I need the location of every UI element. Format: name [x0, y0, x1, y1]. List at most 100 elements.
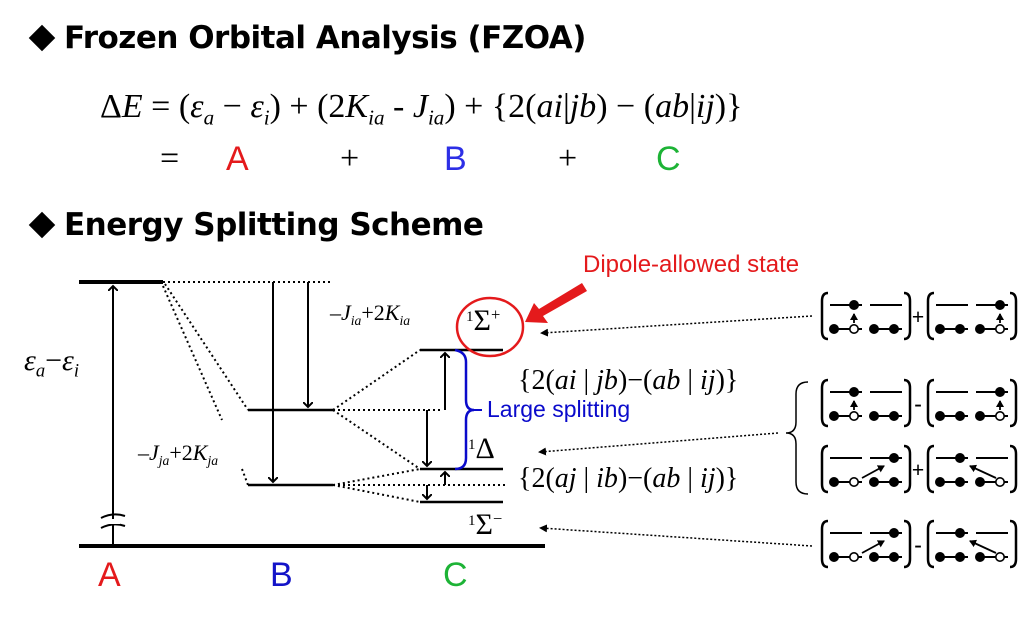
dotted-connector [241, 468, 249, 486]
eq-label-a: A [226, 140, 249, 178]
dotted-connector [162, 285, 223, 421]
electron-icon [954, 410, 965, 421]
splitting-lower-formula: {2(aj | ib)−(ab | ij)} [518, 463, 739, 494]
eq-term-a: (εa − εi) [178, 88, 281, 130]
dotted-connector [332, 409, 421, 470]
operator-sign: + [912, 457, 925, 482]
hole-icon [994, 476, 1005, 487]
electron-icon [888, 476, 899, 487]
hole-icon [848, 323, 859, 334]
electron-icon [828, 551, 839, 562]
dotted-connector [332, 468, 421, 486]
electron-icon [868, 476, 879, 487]
eq-plus: + [289, 88, 309, 125]
hole-icon [994, 551, 1005, 562]
bracket-right [1009, 444, 1018, 494]
eq-label-b: B [444, 140, 467, 178]
excitation-arrow [969, 539, 997, 554]
state-delta: 1Δ [468, 432, 495, 465]
bracket-right [1009, 378, 1018, 428]
heading-text: Energy Splitting Scheme [64, 207, 484, 243]
excitation-arrow [861, 540, 885, 554]
delta-config-brace [785, 381, 809, 495]
dotted-connector [332, 484, 421, 503]
bracket-left [926, 378, 935, 428]
hole-icon [994, 323, 1005, 334]
bracket-right [903, 519, 912, 569]
electron-icon [954, 476, 965, 487]
electron-icon [868, 551, 879, 562]
electron-icon [848, 386, 859, 397]
state-sigma-minus: 1Σ− [468, 508, 503, 541]
excitation-arrow [969, 464, 997, 479]
electron-icon [828, 476, 839, 487]
heading-text: Frozen Orbital Analysis (FZOA) [64, 20, 586, 56]
electron-icon [934, 551, 945, 562]
electron-icon [974, 476, 985, 487]
exchange-label-ja: –Jja+2Kja [138, 440, 219, 468]
large-splitting-label: Large splitting [487, 396, 631, 422]
bracket-right [1009, 519, 1018, 569]
section-heading-fzoa: Frozen Orbital Analysis (FZOA) [28, 20, 586, 56]
electron-icon [828, 323, 839, 334]
section-heading-splitting: Energy Splitting Scheme [28, 207, 484, 243]
bracket-left [926, 291, 935, 341]
bracket-left [820, 378, 829, 428]
electron-icon [888, 410, 899, 421]
electron-icon [994, 299, 1005, 310]
bracket-right [1009, 291, 1018, 341]
axis-label-a: A [98, 556, 121, 594]
bracket-right [903, 291, 912, 341]
electron-icon [994, 386, 1005, 397]
axis-break-icon [100, 513, 126, 529]
electron-icon [888, 323, 899, 334]
energy-equation: ΔE = (εa − εi) + (2Kia - Jia) + {2(ai|jb… [100, 88, 742, 130]
dipole-allowed-label: Dipole-allowed state [583, 251, 800, 278]
electron-icon [888, 452, 899, 463]
state-sigma-plus: 1Σ+ [466, 304, 501, 337]
hole-icon [848, 410, 859, 421]
operator-sign: + [912, 304, 925, 329]
configuration-diagrams: + - + - [820, 291, 1018, 569]
eq-equals: = [151, 88, 179, 125]
dipole-highlight-circle [455, 296, 525, 358]
bracket-left [926, 444, 935, 494]
dotted-pointer [539, 524, 813, 547]
bracket-right [903, 444, 912, 494]
bracket-left [820, 519, 829, 569]
hole-icon [848, 551, 859, 562]
splitting-upper-formula: {2(ai | jb)−(ab | ij)} [518, 365, 739, 396]
dotted-connector [332, 349, 421, 411]
electron-icon [974, 323, 985, 334]
electron-icon [934, 410, 945, 421]
dipole-arrow-icon [525, 283, 587, 323]
eq-lhs: ΔE [100, 88, 143, 125]
electron-icon [974, 551, 985, 562]
electron-icon [954, 551, 965, 562]
exchange-label-ia: –Jia+2Kia [330, 300, 411, 328]
dotted-connector [164, 283, 249, 411]
excitation-arrow [861, 465, 885, 479]
electron-icon [974, 410, 985, 421]
eq-equals: = [160, 140, 180, 177]
operator-sign: - [914, 532, 921, 557]
eq-plus: + [464, 88, 484, 125]
electron-icon [954, 452, 965, 463]
axis-label-b: B [270, 556, 293, 594]
bracket-right [903, 378, 912, 428]
eq-plus-2: + [558, 140, 578, 177]
orbital-gap-label: εa−εi [24, 344, 80, 382]
axis-label-c: C [443, 556, 468, 594]
operator-sign: - [914, 391, 921, 416]
electron-icon [954, 323, 965, 334]
hole-icon [848, 476, 859, 487]
electron-icon [954, 527, 965, 538]
electron-icon [888, 527, 899, 538]
hole-icon [994, 410, 1005, 421]
electron-icon [888, 551, 899, 562]
electron-icon [868, 410, 879, 421]
eq-label-c: C [656, 140, 681, 178]
bracket-left [820, 291, 829, 341]
eq-equals-row: = [160, 140, 179, 178]
